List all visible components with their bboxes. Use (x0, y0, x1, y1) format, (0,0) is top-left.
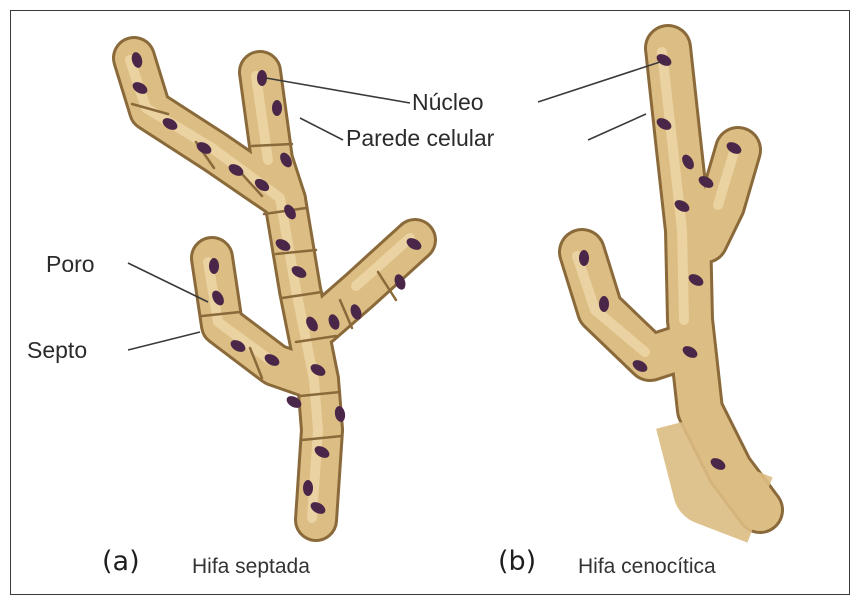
label-parede-celular: Parede celular (346, 127, 494, 150)
label-poro: Poro (46, 253, 95, 276)
parede-leader-a (300, 118, 343, 140)
coenocytic-hypha (577, 48, 760, 510)
label-nucleo: Núcleo (412, 91, 484, 114)
panel-a-letter: (a) (102, 548, 140, 575)
panel-b-letter: (b) (498, 548, 536, 575)
panel-a-caption: Hifa septada (192, 556, 310, 577)
panel-b-caption: Hifa cenocítica (578, 556, 716, 577)
septo-leader (128, 332, 200, 350)
label-septo: Septo (27, 339, 87, 362)
nucleo-leader-b (538, 62, 660, 102)
parede-leader-b (588, 114, 646, 140)
nucleo-leader-a (266, 78, 410, 103)
